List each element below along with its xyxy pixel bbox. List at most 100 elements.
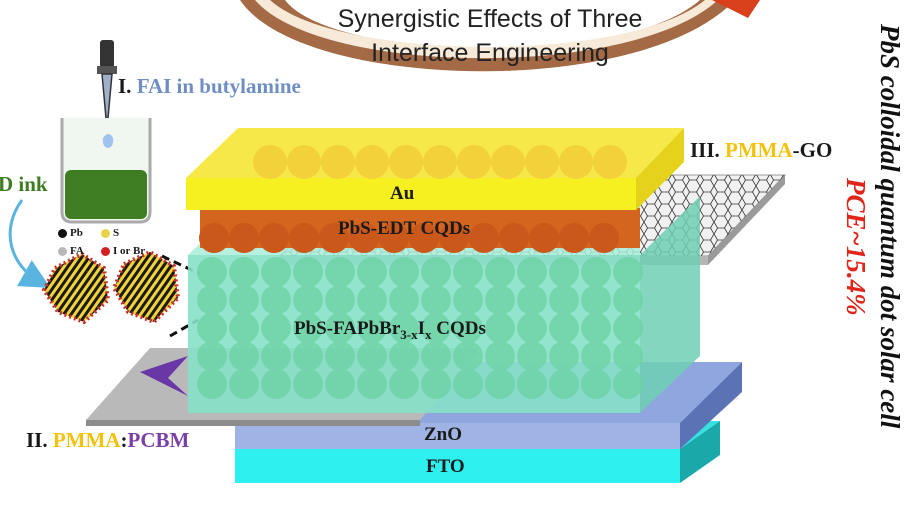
bead	[261, 285, 291, 315]
bead	[491, 145, 525, 179]
bead	[421, 285, 451, 315]
banner-title: Synergistic Effects of Three Interface E…	[300, 2, 680, 70]
bead	[197, 257, 227, 287]
step2-numeral: II.	[26, 428, 48, 452]
banner-title-line1: Synergistic Effects of Three	[337, 5, 643, 33]
legend-s-dot	[101, 228, 110, 238]
ink-arrow	[8, 199, 51, 288]
bead	[325, 313, 355, 343]
bead	[453, 285, 483, 315]
bead	[613, 369, 643, 399]
bead	[389, 257, 419, 287]
bead	[357, 313, 387, 343]
fto-label: FTO	[426, 456, 465, 477]
bead	[439, 223, 469, 253]
synergy-arc	[240, 0, 760, 72]
step2-label: II. PMMA:PCBM	[26, 428, 189, 453]
au-label: Au	[390, 183, 415, 204]
bead	[613, 257, 643, 287]
bead	[287, 145, 321, 179]
bead	[261, 341, 291, 371]
legend-i-br-dot	[101, 246, 110, 256]
legend-fa-label: FA	[70, 245, 84, 257]
bead	[453, 341, 483, 371]
bead	[485, 313, 515, 343]
step1-text: FAI in butylamine	[136, 74, 301, 98]
bead	[559, 223, 589, 253]
absorber-label-sub2: x	[425, 326, 432, 342]
bead	[409, 223, 439, 253]
bead	[421, 341, 451, 371]
step3-sep: -	[792, 138, 800, 162]
bead	[423, 145, 457, 179]
bead	[325, 369, 355, 399]
bead	[581, 369, 611, 399]
bead	[517, 285, 547, 315]
bead	[197, 369, 227, 399]
bead	[613, 313, 643, 343]
bead	[549, 257, 579, 287]
bead	[357, 341, 387, 371]
bead	[549, 285, 579, 315]
legend-s-label: S	[113, 227, 120, 239]
bead	[559, 145, 593, 179]
bead	[589, 223, 619, 253]
bead	[485, 369, 515, 399]
dropper-icon	[97, 40, 117, 119]
legend-s: S	[101, 227, 119, 239]
bead	[485, 341, 515, 371]
bead	[319, 223, 349, 253]
bead	[321, 145, 355, 179]
bead	[581, 341, 611, 371]
bead	[517, 369, 547, 399]
bead	[453, 257, 483, 287]
bead	[457, 145, 491, 179]
bead	[549, 341, 579, 371]
bead	[325, 285, 355, 315]
bead	[389, 145, 423, 179]
bead	[421, 257, 451, 287]
bead	[453, 369, 483, 399]
bead	[229, 313, 259, 343]
bead	[389, 313, 419, 343]
bead	[485, 257, 515, 287]
step1-numeral: I.	[118, 74, 132, 98]
bead	[389, 369, 419, 399]
pce-label: PCE~15.4%	[841, 178, 871, 316]
absorber-block	[188, 196, 700, 413]
bead	[197, 285, 227, 315]
bead	[355, 145, 389, 179]
bead	[389, 341, 419, 371]
bead	[517, 313, 547, 343]
bead	[289, 223, 319, 253]
bead	[259, 223, 289, 253]
bead	[293, 341, 323, 371]
absorber-label-sub1: 3-x	[400, 326, 418, 342]
bead	[581, 257, 611, 287]
absorber-label-mid: I	[417, 318, 426, 339]
bead	[613, 285, 643, 315]
bead	[469, 223, 499, 253]
bead	[499, 223, 529, 253]
step3-part2: GO	[799, 138, 833, 162]
bead	[453, 313, 483, 343]
legend-i-br-label: I or Br	[113, 245, 146, 257]
bead	[229, 341, 259, 371]
bead	[581, 285, 611, 315]
legend-pb-label: Pb	[70, 227, 83, 239]
bead	[253, 145, 287, 179]
bead	[261, 257, 291, 287]
bead	[325, 257, 355, 287]
bead	[261, 313, 291, 343]
edt-label: PbS-EDT CQDs	[338, 218, 471, 239]
zno-label: ZnO	[424, 424, 463, 445]
bead	[581, 313, 611, 343]
step1-label: I. FAI in butylamine	[118, 74, 301, 99]
bead	[357, 257, 387, 287]
edt-layer-shape	[199, 208, 640, 253]
side-title: PbS colloidal quantum dot solar cell	[875, 24, 905, 429]
bead	[229, 369, 259, 399]
bead	[293, 313, 323, 343]
bead	[517, 341, 547, 371]
